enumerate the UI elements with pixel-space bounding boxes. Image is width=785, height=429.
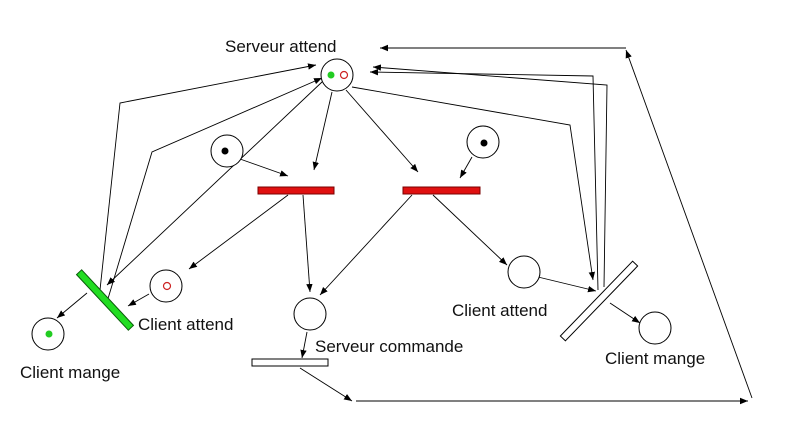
arc-client-attend-left-to-green-t [127,293,150,307]
arc-serveur-attend-to-right-t-a [351,86,595,281]
token-green-serveur-attend [327,71,335,79]
place-client-attend-right [507,255,541,289]
arc-right-t-to-client-mange-right [609,302,641,324]
transition-red-left [257,186,335,195]
arc-t3-out-c [625,49,753,399]
arcs [56,44,753,405]
transition-green [75,269,135,331]
label-client-mange-right: Client mange [605,349,705,368]
arc-client-attend-right-to-right-t [537,276,597,293]
arc-t1-to-serveur-commande [302,194,313,293]
arc-green-t-to-serveur-attend-2 [106,77,323,303]
labels: Serveur attend Client attend Client mang… [20,37,705,382]
arc-p1-to-t1 [239,158,289,177]
transitions [75,186,639,367]
token-red-client-attend-left [162,281,172,291]
arc-right-t-to-serveur-attend-b [369,68,599,291]
arc-serveur-attend-to-green-t [106,81,323,286]
transition-bottom [251,358,329,367]
places [31,58,672,351]
token-black-right [480,139,488,147]
arc-t3-out-a [299,367,353,402]
arc-green-t-to-client-mange-left [56,292,88,319]
arc-serveur-attend-to-t2 [345,89,419,173]
transition-right [559,260,639,342]
transition-red-right [402,186,481,195]
arc-t2-to-serveur-commande [319,194,413,296]
arc-green-t-to-serveur-attend [99,63,317,291]
arc-p2-to-t2 [459,156,473,179]
token-red-serveur-attend [339,70,349,80]
arc-right-t-to-serveur-attend-a [372,64,608,288]
token-green-client-mange-left [45,330,53,338]
label-serveur-attend: Serveur attend [225,37,337,56]
label-client-mange-left: Client mange [20,363,120,382]
token-black-left [221,147,229,155]
label-client-attend-left: Client attend [138,315,233,334]
arc-serveur-commande-to-t3 [300,331,308,359]
arc-t1-to-client-attend-left [188,194,289,270]
label-client-attend-right: Client attend [452,301,547,320]
place-serveur-attend [320,58,354,92]
arc-t2-to-client-attend-right [432,194,508,266]
place-serveur-commande [293,297,327,331]
label-serveur-commande: Serveur commande [315,337,463,356]
arc-serveur-attend-to-t1 [312,91,333,171]
place-client-mange-right [638,311,672,345]
